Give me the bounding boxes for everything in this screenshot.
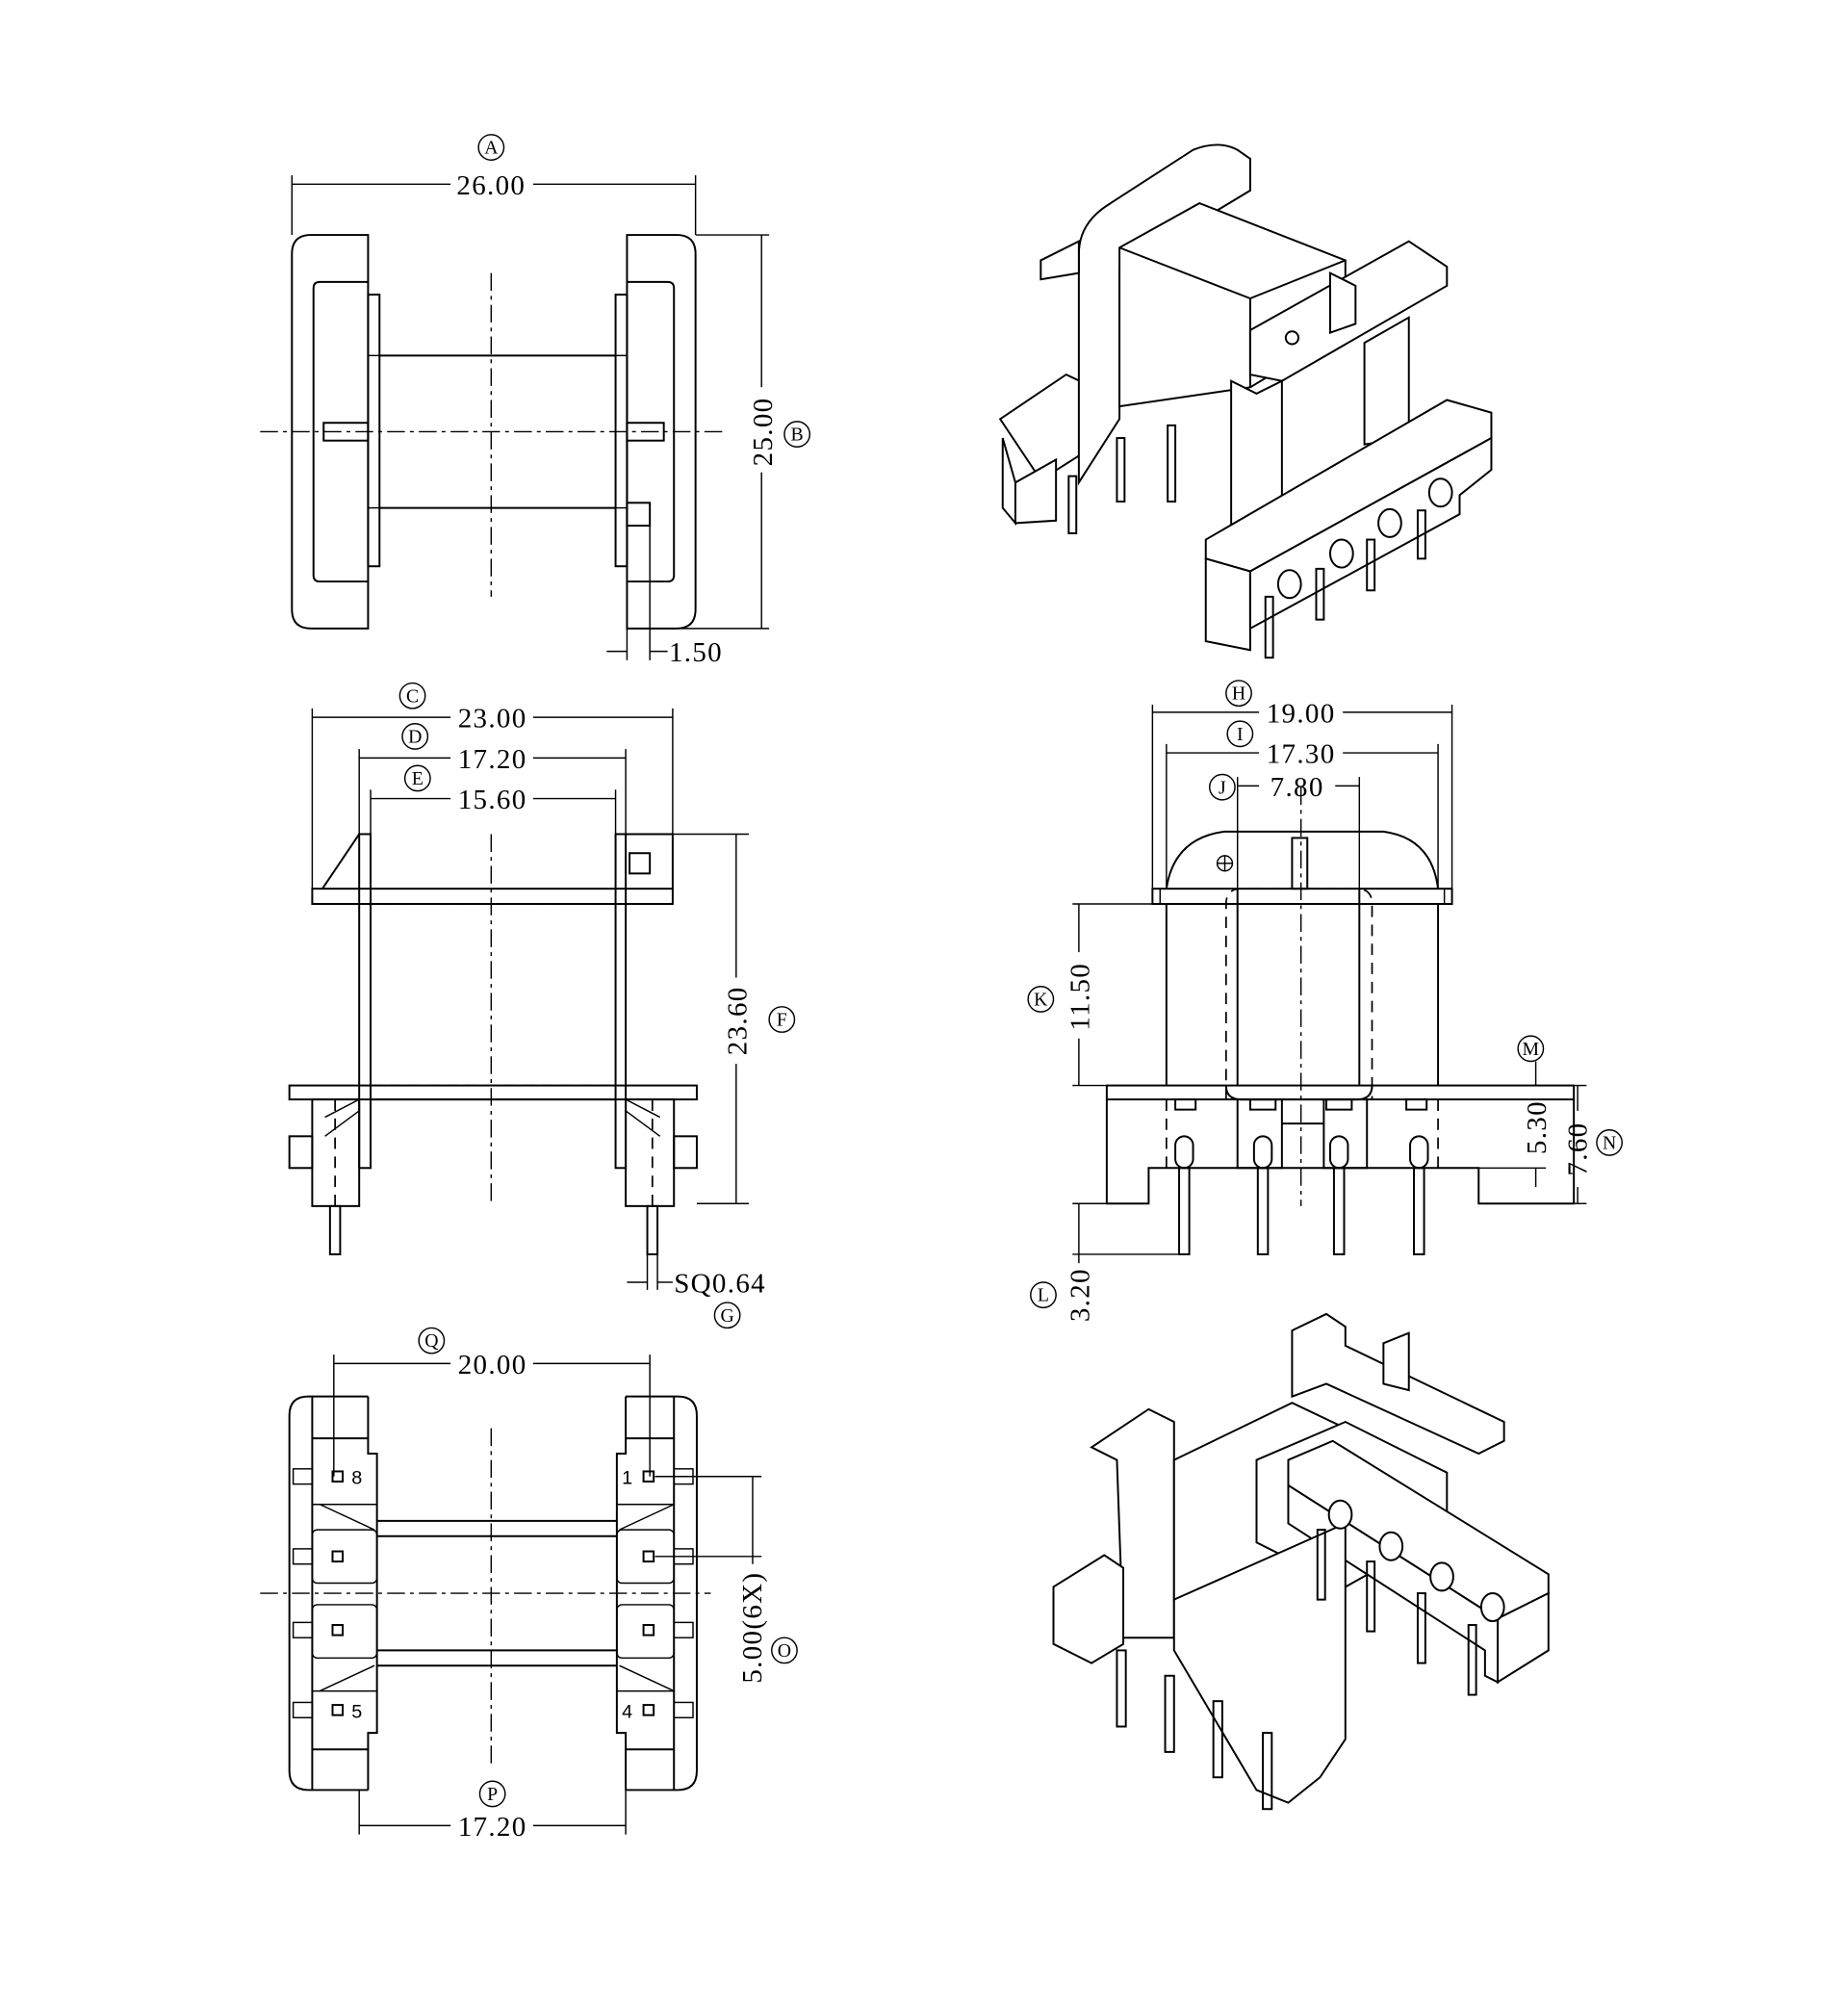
dimension-value: 25.00 <box>748 398 779 467</box>
dimension-value: 19.00 <box>1267 698 1336 729</box>
pin-posts <box>1067 424 1453 659</box>
dimension-label: N <box>1603 1133 1616 1154</box>
dimension-label: O <box>778 1640 791 1662</box>
dimension-label: G <box>720 1305 733 1327</box>
dimension-label: M <box>1523 1039 1540 1060</box>
dimension-h: 19.00 H <box>1151 680 1453 889</box>
pin-label-1: 1 <box>622 1468 632 1489</box>
dimension-label: P <box>487 1784 498 1805</box>
dimension-l: 3.20 L <box>1030 1202 1180 1322</box>
dimension-value: 11.50 <box>1065 963 1095 1031</box>
dimension-label: C <box>406 685 419 707</box>
dimension-g: SQ0.64 G <box>627 1253 766 1329</box>
dimension-label: J <box>1219 777 1226 798</box>
dimension-value: 17.20 <box>458 744 527 775</box>
dimension-m: 5.30 M <box>1478 1035 1587 1188</box>
dimension-label: Q <box>424 1330 438 1352</box>
dimension-value: 17.20 <box>458 1812 527 1843</box>
dimension-o: 5.00(6X) O <box>654 1476 798 1684</box>
dimension-label: H <box>1232 683 1245 705</box>
dimension-label: F <box>777 1010 787 1031</box>
dimension-value: 23.60 <box>722 986 753 1055</box>
dimension-value: 15.60 <box>458 785 527 815</box>
side-view: 19.00 H 17.30 I 7.80 J 11.50 K <box>1027 680 1623 1322</box>
dimension-q: 20.00 Q <box>333 1327 651 1477</box>
dimension-offset: 1.50 <box>606 526 723 668</box>
dimension-label: B <box>791 425 804 446</box>
dimension-value: 17.30 <box>1267 739 1336 770</box>
pin-label-8: 8 <box>351 1468 362 1489</box>
dimension-value: 3.20 <box>1065 1268 1095 1322</box>
dimension-f: 23.60 F <box>672 833 796 1204</box>
bobbin-outline: 8 5 1 4 <box>260 1395 711 1792</box>
pin-label-5: 5 <box>351 1701 362 1722</box>
dimension-d: 17.20 D <box>358 723 627 835</box>
dimension-label: I <box>1237 724 1244 745</box>
pin-label-4: 4 <box>622 1701 632 1722</box>
dimension-value: SQ0.64 <box>674 1269 766 1300</box>
dimension-value: 5.00(6X) <box>737 1572 768 1684</box>
dimension-value: 23.00 <box>458 704 527 735</box>
dimension-e: 15.60 E <box>370 764 617 835</box>
dimension-label: L <box>1038 1285 1049 1306</box>
dimension-j: 7.80 J <box>1208 772 1361 889</box>
dimension-c: 23.00 C <box>311 682 674 889</box>
front-view: 23.00 C 17.20 D 15.60 E 23.60 F <box>288 682 796 1329</box>
dimension-i: 17.30 I <box>1166 720 1439 889</box>
dimension-b: 25.00 B <box>627 234 811 630</box>
dimension-k: 11.50 K <box>1027 903 1153 1087</box>
dimension-value: 7.60 <box>1562 1122 1593 1175</box>
dimension-value: 5.30 <box>1522 1100 1553 1154</box>
top-view: 26.00 A 25.00 B 1.50 <box>260 134 811 668</box>
dimension-label: E <box>412 768 424 789</box>
dimension-a: 26.00 A <box>291 134 697 236</box>
dimension-label: A <box>484 138 499 159</box>
dimension-label: K <box>1034 990 1048 1011</box>
isometric-view-top <box>998 143 1493 659</box>
dimension-n: 7.60 N <box>1562 1085 1623 1204</box>
bottom-view: 8 5 1 4 20.00 Q 5.00(6X) O 17.20 P <box>260 1327 798 1843</box>
dimension-value: 20.00 <box>458 1350 527 1380</box>
dimension-value: 7.80 <box>1270 772 1324 803</box>
pin-posts <box>1116 1499 1505 1811</box>
bobbin-outline <box>1105 786 1576 1255</box>
isometric-view-bottom <box>1052 1312 1550 1811</box>
dimension-label: D <box>408 727 422 748</box>
dimension-p: 17.20 P <box>358 1780 627 1843</box>
bobbin-outline <box>260 234 724 630</box>
dimension-value: 26.00 <box>456 170 526 201</box>
bobbin-outline <box>288 833 698 1255</box>
dimension-value: 1.50 <box>669 637 723 668</box>
